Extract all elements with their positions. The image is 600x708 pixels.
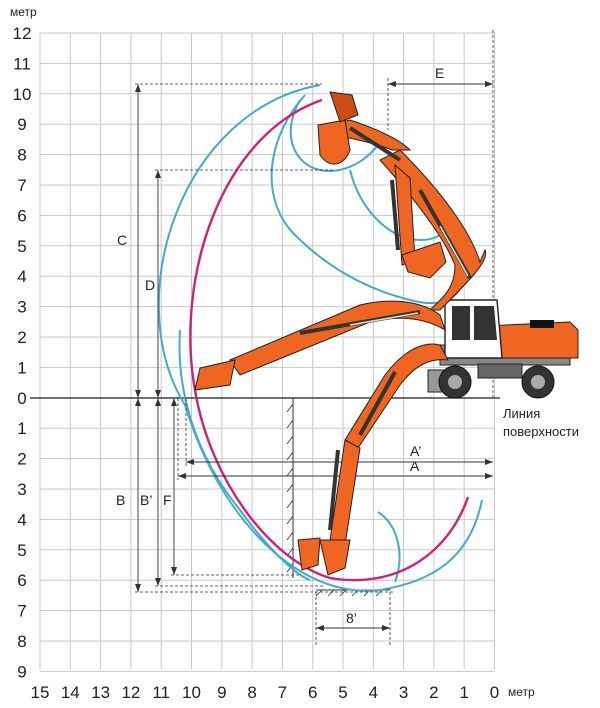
y-tick-label: 2 — [17, 328, 26, 347]
x-tick-label: 4 — [369, 683, 378, 702]
x-tick-label: 11 — [152, 683, 170, 702]
x-tick-label: 1 — [459, 683, 468, 702]
x-tick-label: 12 — [121, 683, 140, 702]
bucket-dig-alt — [297, 537, 321, 571]
x-tick-label: 13 — [91, 683, 110, 702]
dim-label-D: D — [145, 277, 155, 293]
y-unit-label: метр — [10, 5, 37, 19]
envelope-bottom-cyan — [377, 511, 401, 583]
y-tick-label: 6 — [17, 206, 26, 225]
x-tick-label: 10 — [182, 683, 201, 702]
boom-horizontal — [229, 300, 446, 376]
dim-label-B: B — [116, 492, 125, 508]
dim-label-C: C — [117, 232, 127, 248]
y-tick-label: 9 — [17, 115, 26, 134]
bucket-high — [317, 119, 351, 165]
x-tick-label: 15 — [31, 683, 50, 702]
envelope-magenta — [189, 98, 470, 582]
x-tick-label: 8 — [247, 683, 256, 702]
y-tick-label: 1 — [17, 419, 26, 438]
y-tick-label: 4 — [17, 267, 26, 286]
x-tick-label: 5 — [338, 683, 347, 702]
x-tick-label: 0 — [490, 683, 499, 702]
bucket-horizontal — [194, 359, 236, 391]
envelope-outer-cyan — [157, 84, 483, 592]
y-tick-label: 6 — [17, 571, 26, 590]
trench-wall — [286, 398, 294, 578]
y-tick-label: 5 — [17, 541, 26, 560]
y-tick-label: 3 — [17, 298, 26, 317]
y-tick-label: 8 — [17, 632, 26, 651]
dim-label-B-prime: B’ — [140, 492, 152, 508]
envelope-inner-cyan — [270, 94, 463, 305]
ground-label-line1: Линия — [503, 406, 540, 421]
y-tick-label: 4 — [17, 510, 26, 529]
y-tick-label: 8 — [17, 146, 26, 165]
y-tick-label: 1 — [17, 358, 26, 377]
dim-label-F: F — [163, 492, 172, 508]
excavator — [194, 91, 579, 576]
reach-envelopes — [157, 84, 483, 592]
y-tick-label: 9 — [17, 662, 26, 681]
y-tick-label: 2 — [17, 450, 26, 469]
y-tick-label: 3 — [17, 480, 26, 499]
bucket-curled — [401, 241, 447, 279]
y-tick-label: 5 — [17, 237, 26, 256]
envelope-lower-cyan — [178, 329, 311, 581]
ground-label-line2: поверхности — [503, 424, 579, 439]
bucket-dig — [319, 539, 351, 576]
x-tick-label: 6 — [308, 683, 317, 702]
x-tick-label: 3 — [399, 683, 408, 702]
dim-label-8-prime: 8’ — [346, 610, 357, 626]
x-tick-label: 7 — [278, 683, 287, 702]
dim-label-E: E — [435, 65, 444, 81]
bucket-high-top — [329, 91, 359, 123]
y-tick-label: 7 — [17, 176, 26, 195]
y-tick-label: 7 — [17, 602, 26, 621]
y-tick-label: 11 — [13, 54, 31, 73]
y-tick-label: 10 — [13, 85, 32, 104]
y-tick-label: 12 — [13, 24, 32, 43]
y-tick-label: 0 — [17, 389, 26, 408]
dim-label-A-prime: A’ — [410, 443, 421, 459]
x-tick-label: 2 — [429, 683, 438, 702]
x-tick-label: 14 — [61, 683, 80, 702]
x-unit-label: метр — [508, 685, 535, 699]
x-tick-label: 9 — [217, 683, 226, 702]
dim-label-A: A — [410, 458, 420, 474]
